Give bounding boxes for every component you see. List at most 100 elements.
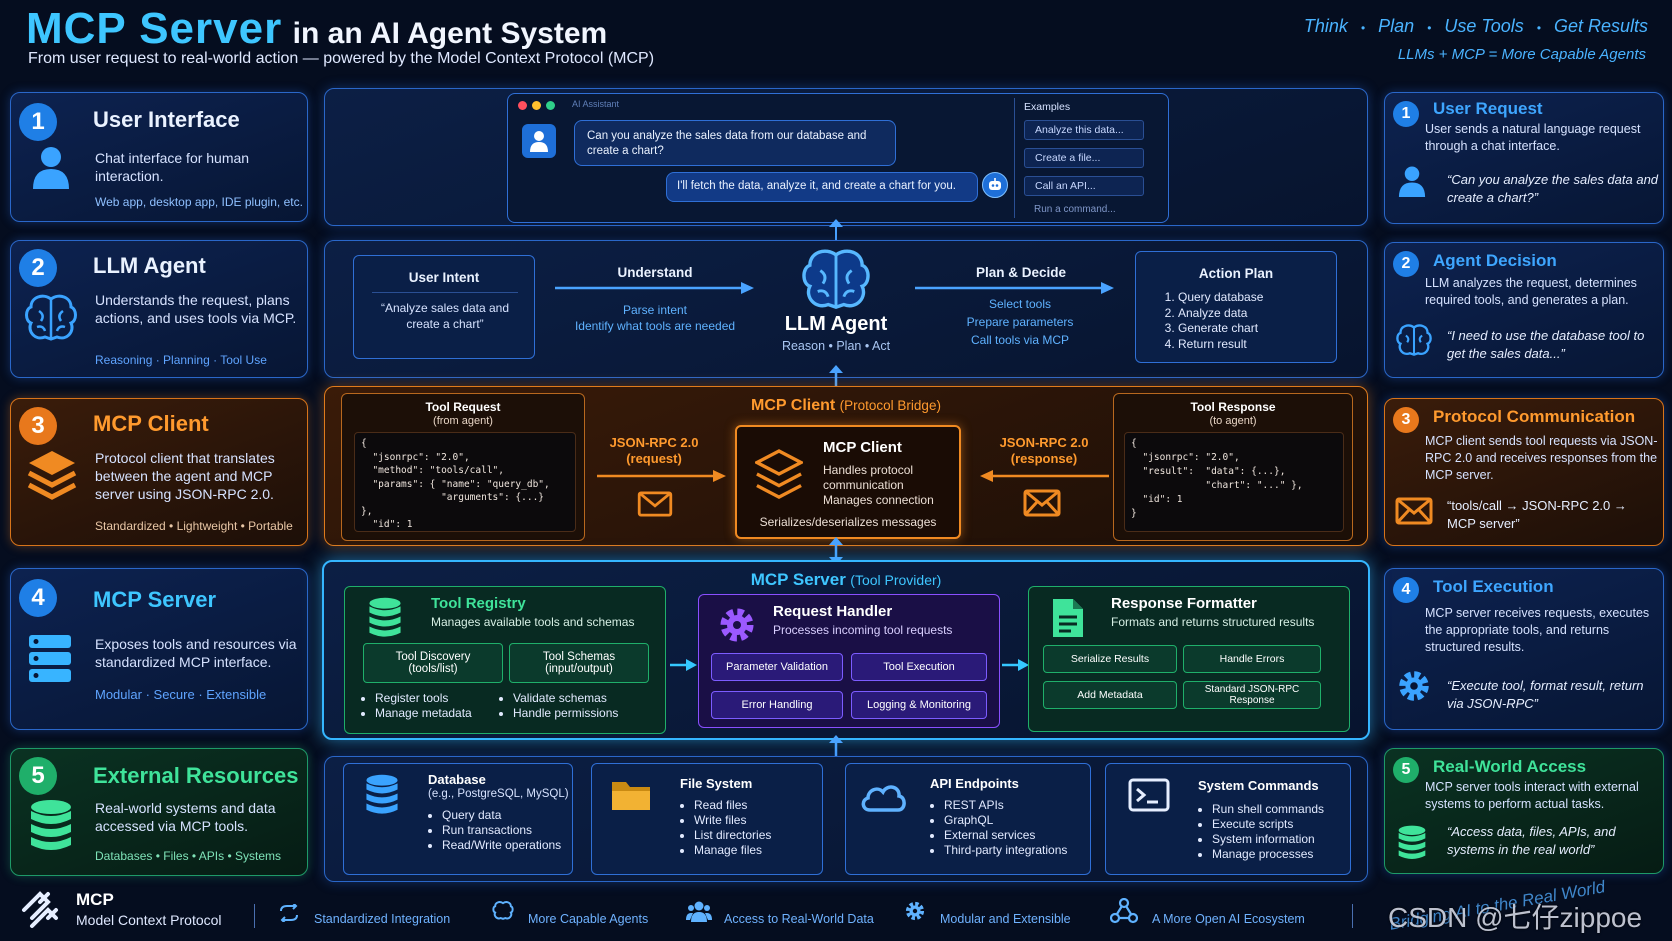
tool-registry-box: Tool Registry Manages available tools an…: [344, 586, 666, 734]
layer-title: MCP Client: [93, 411, 209, 436]
layer-desc: Real-world systems and data accessed via…: [95, 800, 276, 834]
envelope-icon: [1395, 497, 1433, 525]
mcp-client-panel: MCP Client (Protocol Bridge) Tool Reques…: [324, 386, 1368, 546]
minimize-dot[interactable]: [532, 101, 541, 110]
resource-list: Read files Write files List directories …: [694, 798, 771, 858]
mcp-logo-sub: Model Context Protocol: [76, 912, 222, 928]
llm-agent-panel: User Intent “Analyze sales data and crea…: [324, 240, 1368, 378]
step-number: 2: [19, 249, 57, 287]
layer-title: MCP Server: [93, 587, 217, 612]
maximize-dot[interactable]: [546, 101, 555, 110]
mcp-client-line: communication: [823, 478, 904, 492]
mcp-logo-text: MCP: [76, 890, 114, 909]
flow-quote: “Access data, files, APIs, and systems i…: [1447, 824, 1616, 857]
robot-icon: [989, 178, 1001, 190]
mcp-client-line: Serializes/deserializes messages: [759, 515, 937, 529]
server-icon: [29, 635, 71, 682]
mcp-logo-icon: [22, 891, 58, 928]
resource-item: Third-party integrations: [944, 843, 1067, 858]
example-chip[interactable]: Run a command...: [1034, 204, 1116, 215]
step-number: 5: [1393, 757, 1419, 783]
layer-tags: Standardized • Lightweight • Portable: [95, 519, 293, 533]
standard-response-button[interactable]: Standard JSON-RPC Response: [1183, 681, 1321, 709]
database-icon: [369, 597, 401, 637]
envelope-icon: [637, 491, 673, 517]
handle-errors-button[interactable]: Handle Errors: [1183, 645, 1321, 673]
plan-line: Select tools: [988, 297, 1052, 311]
tool-schemas-button[interactable]: Tool Schemas (input/output): [509, 643, 649, 683]
arrow-right-icon: [915, 282, 1114, 294]
document-icon: [1053, 599, 1083, 637]
footer-item: Access to Real-World Data: [724, 912, 874, 926]
flow-title: Tool Execution: [1433, 577, 1554, 596]
gear-icon: [720, 608, 754, 642]
header-steps: Think • Plan • Use Tools • Get Results: [1303, 16, 1648, 36]
flow-title: Protocol Communication: [1433, 407, 1636, 426]
network-icon: [1110, 898, 1138, 924]
example-chip[interactable]: Call an API...: [1024, 176, 1144, 196]
resource-title: System Commands: [1198, 778, 1319, 793]
error-handling-button[interactable]: Error Handling: [711, 691, 843, 719]
page-subtitle: From user request to real-world action —…: [28, 50, 655, 67]
footer-item: Modular and Extensible: [940, 912, 1071, 926]
action-item: Analyze data: [1178, 306, 1263, 322]
watermark: CSDN @七仔zippoe: [1388, 902, 1643, 933]
chat-divider: [1014, 98, 1015, 218]
server-heading-sub: (Tool Provider): [850, 572, 942, 588]
serialize-results-button[interactable]: Serialize Results: [1043, 645, 1177, 673]
layer-desc: Understands the request, plans actions, …: [95, 292, 297, 326]
example-chip[interactable]: Analyze this data...: [1024, 120, 1144, 140]
page-title: MCP Server in an AI Agent System: [26, 4, 607, 54]
response-formatter-box: Response Formatter Formats and returns s…: [1028, 586, 1350, 732]
resource-list: Query data Run transactions Read/Write o…: [442, 808, 561, 853]
step-get-results: Get Results: [1553, 16, 1648, 36]
integration-icon: [280, 904, 298, 922]
resource-sub: (e.g., PostgreSQL, MySQL): [428, 788, 569, 800]
step-plan: Plan: [1378, 16, 1415, 36]
action-item: Generate chart: [1178, 321, 1263, 337]
layer-title: LLM Agent: [93, 253, 206, 278]
action-item: Query database: [1178, 290, 1263, 306]
tool-discovery-button[interactable]: Tool Discovery (tools/list): [363, 643, 503, 683]
layer-mcp-server: 4 MCP Server Exposes tools and resources…: [10, 568, 308, 730]
logging-monitoring-button[interactable]: Logging & Monitoring: [851, 691, 987, 719]
step-number: 2: [1393, 251, 1419, 277]
client-heading: MCP Client (Protocol Bridge): [325, 397, 1367, 415]
layer-tags: Reasoning · Planning · Tool Use: [95, 353, 267, 367]
server-heading-title: MCP Server: [750, 570, 846, 589]
tool-execution-button[interactable]: Tool Execution: [851, 653, 987, 681]
plan-label: Plan & Decide: [975, 265, 1067, 280]
step-think: Think: [1303, 16, 1348, 36]
bullet-item: Handle permissions: [513, 706, 618, 721]
arrow-right-icon: [597, 470, 726, 482]
bullet-item: Validate schemas: [513, 691, 618, 706]
resource-title: Database: [428, 772, 486, 787]
resource-item: Read/Write operations: [442, 838, 561, 853]
tool-request-title: Tool Request: [425, 400, 501, 414]
layer-desc: Exposes tools and resources via standard…: [95, 636, 297, 670]
add-metadata-button[interactable]: Add Metadata: [1043, 681, 1177, 709]
resource-database: Database (e.g., PostgreSQL, MySQL) Query…: [343, 763, 573, 875]
registry-bullets: Validate schemas Handle permissions: [513, 691, 618, 721]
user-icon: [1398, 166, 1426, 197]
resource-item: Execute scripts: [1212, 817, 1324, 832]
layers-icon: [755, 449, 803, 499]
tool-request-box: Tool Request (from agent) { "jsonrpc": "…: [341, 393, 585, 541]
resource-item: Manage files: [694, 843, 771, 858]
formatter-title: Response Formatter: [1111, 595, 1257, 612]
flow-desc: MCP server receives requests, executes t…: [1425, 606, 1650, 654]
parameter-validation-button[interactable]: Parameter Validation: [711, 653, 843, 681]
step-number: 3: [1393, 407, 1419, 433]
brain-icon: [25, 294, 77, 341]
plan-line: Call tools via MCP: [970, 333, 1070, 347]
resource-item: Read files: [694, 798, 771, 813]
resources-panel: Database (e.g., PostgreSQL, MySQL) Query…: [324, 756, 1368, 882]
flow-protocol-communication: 3 Protocol Communication MCP client send…: [1384, 398, 1664, 546]
database-icon: [366, 774, 398, 814]
flow-agent-decision: 2 Agent Decision LLM analyzes the reques…: [1384, 242, 1664, 378]
arrow-left-icon: [980, 470, 1109, 482]
registry-sub: Manages available tools and schemas: [431, 615, 635, 629]
action-item: Return result: [1178, 337, 1263, 353]
example-chip[interactable]: Create a file...: [1024, 148, 1144, 168]
close-dot[interactable]: [518, 101, 527, 110]
